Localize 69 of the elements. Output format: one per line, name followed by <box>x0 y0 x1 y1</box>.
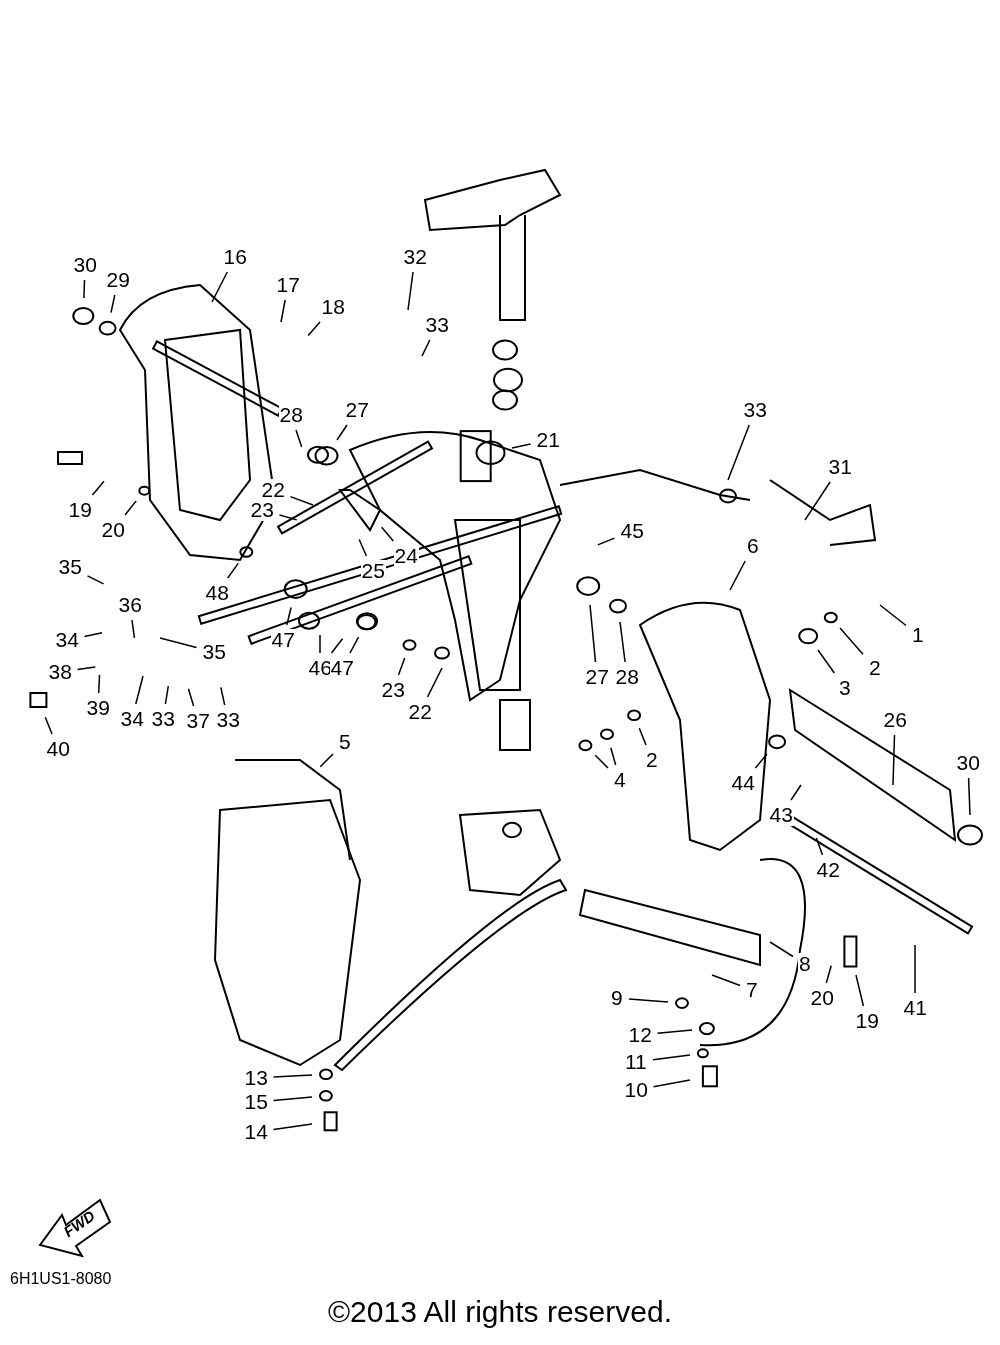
leader-line <box>729 560 746 591</box>
leader-line <box>280 299 286 323</box>
leader-line <box>656 1029 693 1035</box>
leader-line <box>815 837 824 856</box>
drawing-code: 6H1US1-8080 <box>10 1270 112 1288</box>
leader-line <box>330 637 344 654</box>
leader-line <box>289 495 314 506</box>
leader-line <box>164 685 170 705</box>
leader-line <box>349 636 360 654</box>
leader-line <box>790 784 802 801</box>
leader-line <box>652 1079 691 1088</box>
leader-line <box>336 424 348 441</box>
leader-line <box>825 964 832 984</box>
leader-line <box>91 480 105 496</box>
leader-line <box>421 339 431 357</box>
leader-line <box>358 538 368 557</box>
leader-line <box>769 941 794 958</box>
leader-line <box>594 754 609 769</box>
leader-line <box>110 294 116 314</box>
leader-line <box>610 746 617 766</box>
leader-line <box>914 944 916 994</box>
callout-number: 23 <box>249 499 275 521</box>
leader-line <box>652 1054 691 1061</box>
leader-line <box>131 619 136 639</box>
leader-line <box>278 514 298 521</box>
leader-line <box>407 271 414 311</box>
leader-line <box>597 537 616 546</box>
leader-line <box>817 649 836 674</box>
leader-line <box>589 604 597 663</box>
leader-line <box>380 526 395 542</box>
leader-line <box>286 606 292 626</box>
leader-line <box>319 634 321 654</box>
leader-line <box>226 562 239 579</box>
leader-line <box>211 271 229 303</box>
leader-line <box>511 443 532 449</box>
leader-line <box>426 667 443 698</box>
leader-line <box>124 500 137 516</box>
callout-number: 24 <box>393 545 419 567</box>
leader-line <box>272 1074 313 1078</box>
leader-line <box>967 777 971 816</box>
leader-line <box>754 753 768 769</box>
leader-line <box>76 666 97 671</box>
leader-line <box>638 727 647 746</box>
leader-line <box>187 687 195 707</box>
leader-line <box>319 753 334 768</box>
leader-line <box>159 637 198 649</box>
leader-line <box>397 657 406 676</box>
leader-line <box>83 631 103 638</box>
leader-line <box>135 675 144 705</box>
leader-line <box>44 716 53 735</box>
leader-line <box>839 627 864 656</box>
leader-line <box>711 974 741 987</box>
leader-line <box>619 621 626 663</box>
callout-number: 22 <box>260 479 286 501</box>
leader-line <box>804 481 831 521</box>
leader-line <box>220 686 226 706</box>
leader-line <box>83 279 86 299</box>
leader-line <box>855 974 865 1007</box>
leader-line <box>879 604 907 627</box>
leader-line <box>272 1123 313 1131</box>
leader-line <box>86 575 105 585</box>
leader-line <box>628 998 669 1003</box>
leader-line <box>97 674 101 694</box>
leader-line <box>307 321 321 337</box>
leader-line <box>295 429 303 448</box>
leader-line <box>272 1096 313 1102</box>
leader-line <box>892 734 896 786</box>
copyright-notice: ©2013 All rights reserved. <box>327 1295 673 1329</box>
leader-line <box>727 424 750 481</box>
